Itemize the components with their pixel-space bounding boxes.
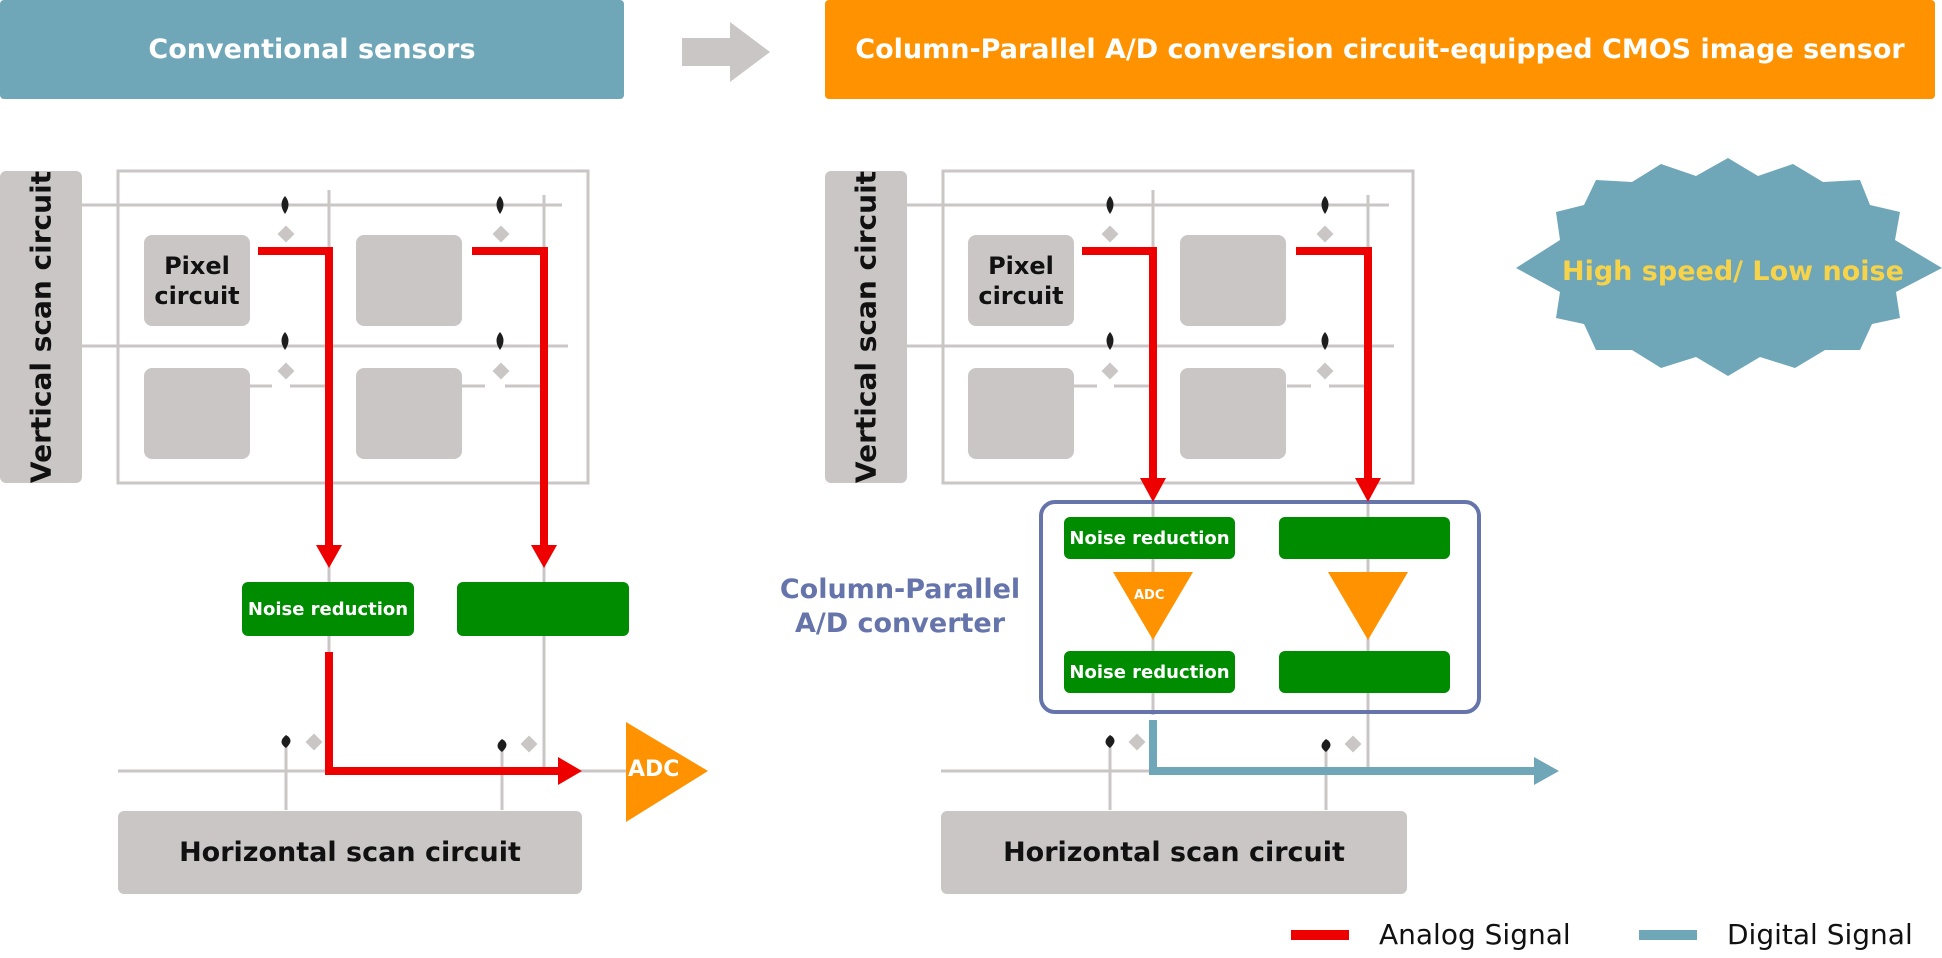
digital-swatch-icon [1639, 929, 1697, 940]
digital-signal-path [1149, 720, 1536, 775]
header-conventional-label: Conventional sensors [148, 34, 476, 65]
left-horizontal-scan-circuit: Horizontal scan circuit [118, 811, 582, 894]
highlight-text: High speed/ Low noise [1562, 256, 1904, 287]
analog-arrowheads [316, 545, 582, 785]
left-pixel-circuit-2 [356, 235, 462, 326]
switch-icon [281, 196, 504, 350]
right-pixel-circuit-3 [968, 368, 1074, 459]
left-vertical-scan-circuit: Vertical scan circuit [0, 171, 82, 483]
legend-analog-label: Analog Signal [1379, 918, 1571, 951]
left-noise-reduction-2 [457, 582, 629, 636]
column-parallel-adc-label: Column-Parallel A/D converter [772, 573, 1028, 641]
left-pixel-circuit-3 [144, 368, 250, 459]
left-noise-reduction-1: Noise reduction [242, 582, 414, 636]
header-column-parallel-label: Column-Parallel A/D conversion circuit-e… [855, 34, 1905, 65]
highlight-burst [1516, 158, 1942, 376]
right-noise-reduction-top-label: Noise reduction [1069, 527, 1230, 549]
right-adc-label: ADC [1134, 588, 1165, 603]
right-noise-reduction-bottom-2 [1279, 651, 1450, 693]
right-vertical-scan-circuit: Vertical scan circuit [825, 171, 907, 483]
left-pixel-circuit-label: Pixel circuit [144, 235, 250, 326]
column-parallel-adc-frame [1039, 500, 1481, 714]
legend-digital: Digital Signal [1639, 918, 1913, 951]
right-pixel-circuit-4 [1180, 368, 1286, 459]
right-pixel-label-line2: circuit [978, 281, 1064, 310]
header-column-parallel-sensor: Column-Parallel A/D conversion circuit-e… [825, 0, 1935, 99]
right-adc-triangle-2 [1328, 572, 1408, 640]
analog-signal-path [258, 247, 560, 775]
right-horizontal-scan-label: Horizontal scan circuit [1003, 837, 1345, 868]
analog-signal-path-right [1082, 247, 1372, 480]
right-horizontal-scan-circuit: Horizontal scan circuit [941, 811, 1407, 894]
column-parallel-label-line1: Column-Parallel [779, 574, 1021, 605]
right-pixel-circuit-2 [1180, 235, 1286, 326]
left-noise-reduction-label: Noise reduction [247, 598, 409, 620]
header-conventional-sensors: Conventional sensors [0, 0, 624, 99]
left-pixel-circuit-1 [144, 235, 250, 326]
right-pixel-circuit-label: Pixel circuit [968, 235, 1074, 326]
right-noise-reduction-top-1: Noise reduction [1064, 517, 1235, 559]
left-adc-triangle [626, 722, 708, 822]
right-pixel-circuit-1 [968, 235, 1074, 326]
left-pixel-label-line1: Pixel [164, 251, 230, 280]
left-pixel-circuit-4 [356, 368, 462, 459]
left-horizontal-scan-label: Horizontal scan circuit [179, 837, 521, 868]
right-adc-triangle-1 [1113, 572, 1193, 640]
legend-analog: Analog Signal [1291, 918, 1571, 951]
left-pixel-label-line2: circuit [154, 281, 240, 310]
right-noise-reduction-top-2 [1279, 517, 1450, 559]
column-parallel-label-line2: A/D converter [794, 608, 1006, 639]
right-pixel-label-line1: Pixel [988, 251, 1054, 280]
analog-swatch-icon [1291, 929, 1349, 940]
right-noise-reduction-bottom-1: Noise reduction [1064, 651, 1235, 693]
left-adc-label: ADC [628, 757, 680, 782]
right-noise-reduction-bottom-label: Noise reduction [1069, 661, 1230, 683]
legend-digital-label: Digital Signal [1727, 918, 1913, 951]
